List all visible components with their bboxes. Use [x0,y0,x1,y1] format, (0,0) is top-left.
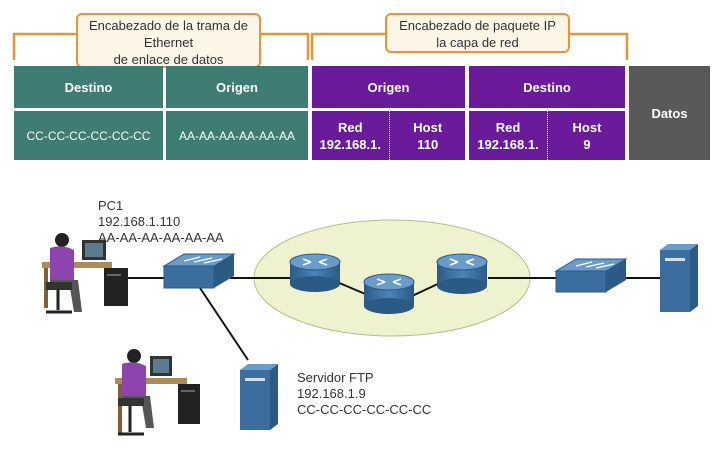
ftp-server-label: Servidor FTP 192.168.1.9 CC-CC-CC-CC-CC-… [297,370,431,418]
ip-dest-host: Host 9 [547,111,626,160]
user-workstation-icon [115,349,200,436]
router-icon [363,273,415,314]
switch-icon [162,253,236,289]
router-icon [436,253,488,294]
eth-src-header: Origen [166,66,308,108]
ftp-server-mac: CC-CC-CC-CC-CC-CC [297,402,432,417]
pc1-ip: 192.168.1.110 [98,214,181,229]
ip-dest-address: Red 192.168.1. Host 9 [469,111,625,160]
pc1-name: PC1 [98,198,124,213]
pc1-label: PC1 192.168.1.110 AA-AA-AA-AA-AA-AA [98,198,224,246]
router-icon [289,253,341,292]
ftp-server-name: Servidor FTP [297,370,374,385]
ip-dest-host-value: 9 [583,136,591,152]
ip-src-network: Red 192.168.1. [312,111,389,160]
ip-dest-header: Destino [469,66,625,108]
ip-dest-host-label: Host [572,119,602,135]
ip-src-net-label: Red [337,119,363,135]
server-icon [660,244,698,312]
switch-icon [554,258,628,293]
eth-dest-header: Destino [14,66,163,108]
pc1-workstation-icon [42,233,128,314]
ip-src-address: Red 192.168.1. Host 110 [312,111,465,160]
data-payload: Datos [629,66,710,160]
eth-dest-mac: CC-CC-CC-CC-CC-CC [14,111,163,160]
ethernet-header-callout: Encabezado de la trama de Ethernet de en… [76,13,261,68]
ip-header-callout: Encabezado de paquete IP la capa de red [385,13,570,53]
frame-table: Destino CC-CC-CC-CC-CC-CC Origen AA-AA-A… [12,64,712,162]
pc1-mac: AA-AA-AA-AA-AA-AA [98,230,224,245]
ip-src-net-value: 192.168.1. [319,136,381,152]
ip-src-host-value: 110 [417,136,439,152]
ip-dest-network: Red 192.168.1. [469,111,547,160]
ip-dest-net-label: Red [495,119,521,135]
network-topology [42,219,698,436]
ftp-server-icon [240,364,278,430]
ip-src-host: Host 110 [388,111,467,160]
eth-src-mac: AA-AA-AA-AA-AA-AA [166,111,308,160]
ip-src-host-label: Host [413,119,443,135]
ftp-server-ip: 192.168.1.9 [297,386,366,401]
ip-src-header: Origen [312,66,465,108]
ip-dest-net-value: 192.168.1. [477,136,539,152]
